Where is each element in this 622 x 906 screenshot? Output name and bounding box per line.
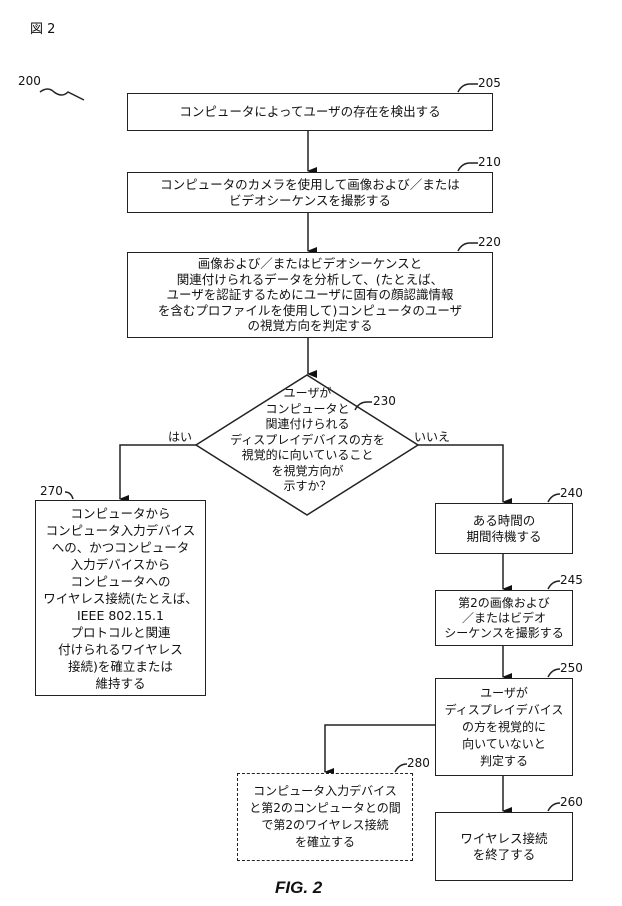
- ref-220: 220: [478, 235, 501, 249]
- ref-205: 205: [478, 76, 501, 90]
- ref-270: 270: [40, 484, 63, 498]
- step-260-box: ワイヤレス接続 を終了する: [435, 812, 573, 881]
- leader-205: [458, 84, 478, 92]
- no-label: いいえ: [414, 428, 450, 445]
- leader-280: [395, 764, 407, 772]
- leader-260: [548, 803, 560, 811]
- figure-caption: FIG. 2: [275, 878, 322, 898]
- leader-270: [65, 492, 73, 499]
- arrow-no: [418, 445, 503, 502]
- ref-280: 280: [407, 756, 430, 770]
- step-205-box: コンピュータによってユーザの存在を検出する: [127, 93, 493, 131]
- ref-200-arrow: [40, 89, 84, 100]
- step-270-box: コンピュータから コンピュータ入力デバイス への、かつコンピュータ 入力デバイス…: [35, 500, 206, 696]
- ref-250: 250: [560, 661, 583, 675]
- leader-210: [458, 163, 478, 171]
- ref-245: 245: [560, 573, 583, 587]
- arrow-yes: [120, 445, 196, 499]
- ref-210: 210: [478, 155, 501, 169]
- step-240-box: ある時間の 期間待機する: [435, 503, 573, 554]
- yes-label: はい: [168, 428, 192, 445]
- leader-245: [548, 581, 560, 589]
- ref-200: 200: [18, 74, 41, 88]
- step-220-box: 画像および／またはビデオシーケンスと 関連付けられるデータを分析して、(たとえば…: [127, 252, 493, 338]
- step-210-box: コンピュータのカメラを使用して画像および／または ビデオシーケンスを撮影する: [127, 172, 493, 213]
- leader-250: [548, 669, 560, 677]
- decision-230-text: ユーザが コンピュータと 関連付けられる ディスプレイデバイスの方を 視覚的に向…: [225, 386, 390, 495]
- leader-220: [458, 243, 478, 251]
- ref-260: 260: [560, 795, 583, 809]
- leader-240: [548, 494, 560, 502]
- ref-240: 240: [560, 486, 583, 500]
- step-245-box: 第2の画像および ／またはビデオ シーケンスを撮影する: [435, 590, 573, 646]
- step-280-box-optional: コンピュータ入力デバイス と第2のコンピュータとの間 で第2のワイヤレス接続 を…: [237, 773, 413, 861]
- figure-label: 図 2: [30, 18, 55, 37]
- step-250-box: ユーザが ディスプレイデバイス の方を視覚的に 向いていないと 判定する: [435, 678, 573, 776]
